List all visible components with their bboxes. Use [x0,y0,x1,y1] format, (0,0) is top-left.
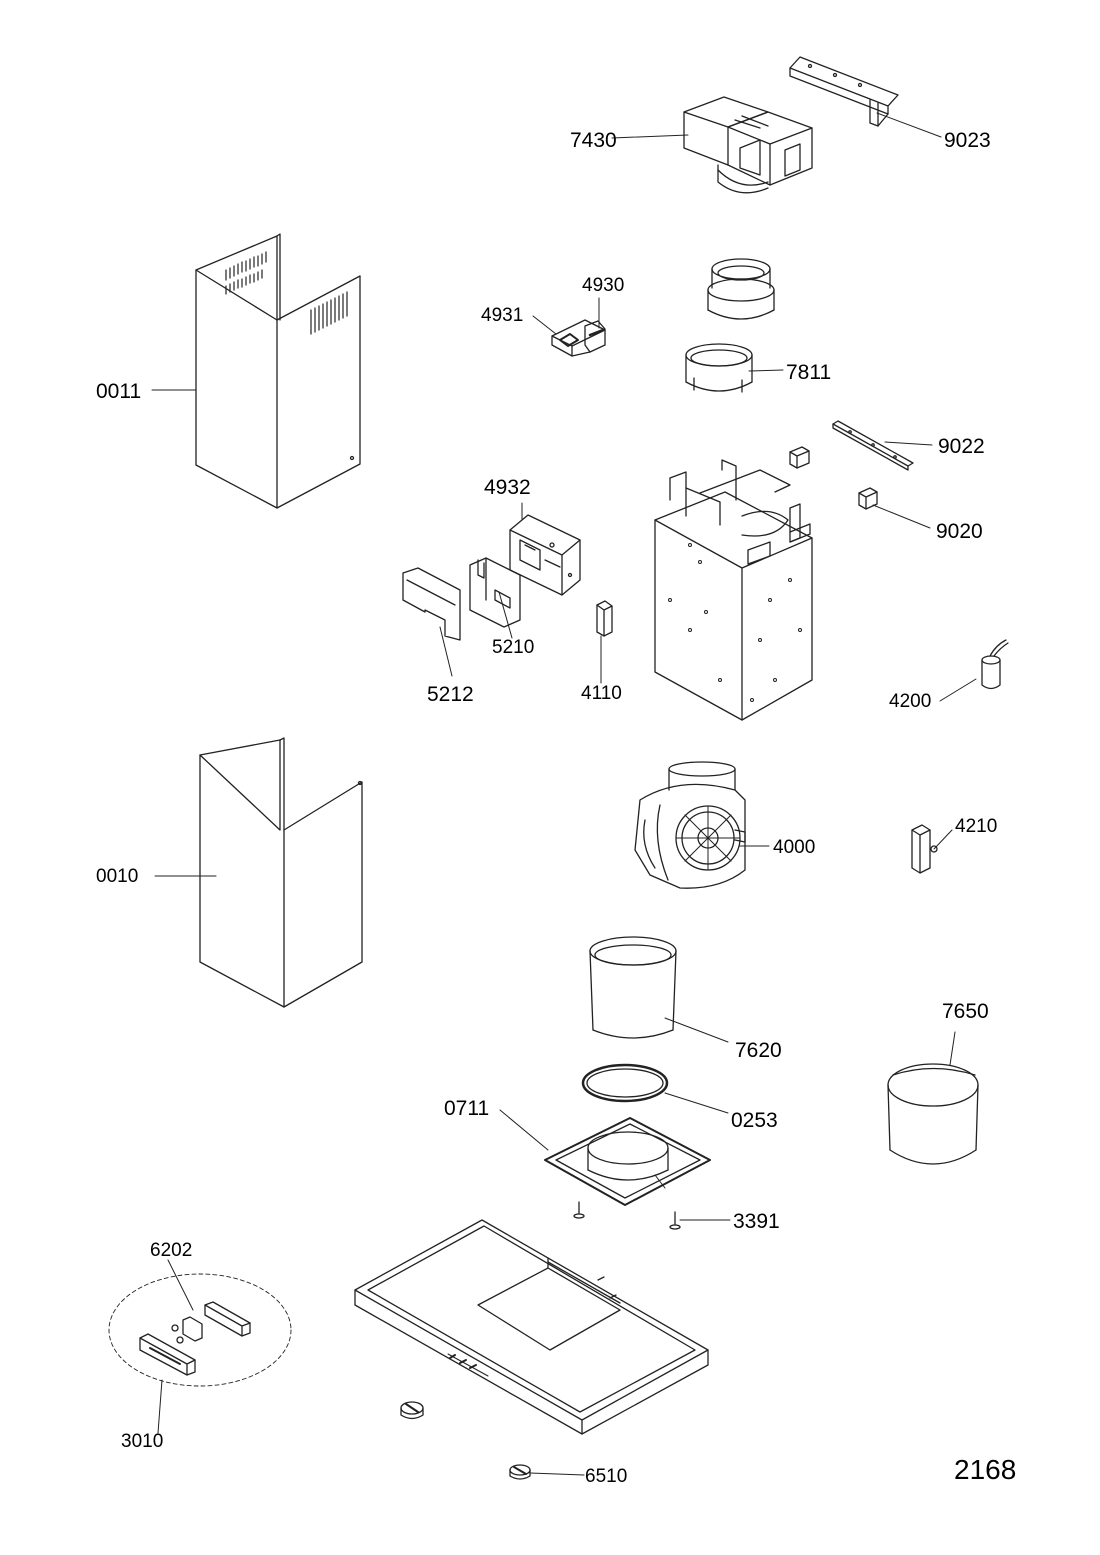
label-7650: 7650 [942,1000,989,1023]
part-7650-drawing [887,1063,979,1165]
part-4210-drawing [911,824,938,874]
part-5210-drawing [469,557,521,628]
part-4930-drawing [551,319,606,357]
label-4931: 4931 [481,305,524,326]
label-0011: 0011 [96,380,142,403]
label-4210: 4210 [955,816,998,837]
part-7620-drawing [589,936,677,1039]
label-7430: 7430 [570,129,617,152]
label-0253: 0253 [731,1109,778,1132]
leader-lines [151,112,977,1476]
main-housing-drawing [654,459,813,721]
label-0711: 0711 [444,1097,490,1120]
label-5210: 5210 [492,637,535,658]
label-3391: 3391 [733,1210,780,1233]
label-4932: 4932 [484,476,531,499]
label-6202: 6202 [150,1240,193,1261]
label-5212: 5212 [427,683,474,706]
canopy-drawing [354,1219,709,1435]
label-9022: 9022 [938,435,985,458]
part-3391-drawing [573,1201,681,1230]
label-9023: 9023 [944,129,991,152]
label-4000: 4000 [773,837,816,858]
label-0010: 0010 [96,866,139,887]
part-4110-drawing [596,600,613,637]
part-4200-drawing [981,639,1009,690]
label-4110: 4110 [581,683,622,704]
part-4000-drawing [634,761,746,889]
label-3010: 3010 [121,1431,164,1452]
part-0253-drawing [581,1063,669,1103]
label-7620: 7620 [735,1039,782,1062]
part-5212-drawing [402,567,461,641]
part-9020-drawing [789,446,878,510]
part-4932-drawing [509,514,581,596]
part-0011-drawing [195,233,361,509]
part-9023-drawing [789,56,899,127]
part-9022-drawing [832,420,914,471]
part-6510-drawing [400,1401,531,1480]
part-0711-drawing [544,1117,711,1206]
diagram-number: 2168 [954,1454,1017,1485]
part-7811-drawing [685,258,775,393]
label-7811: 7811 [786,361,832,384]
label-6510: 6510 [585,1466,628,1487]
part-7430-drawing [683,96,813,194]
label-4930: 4930 [582,275,625,296]
label-4200: 4200 [889,691,932,712]
part-3010-drawing [108,1273,292,1387]
label-9020: 9020 [936,520,983,543]
part-0010-drawing [199,737,363,1008]
